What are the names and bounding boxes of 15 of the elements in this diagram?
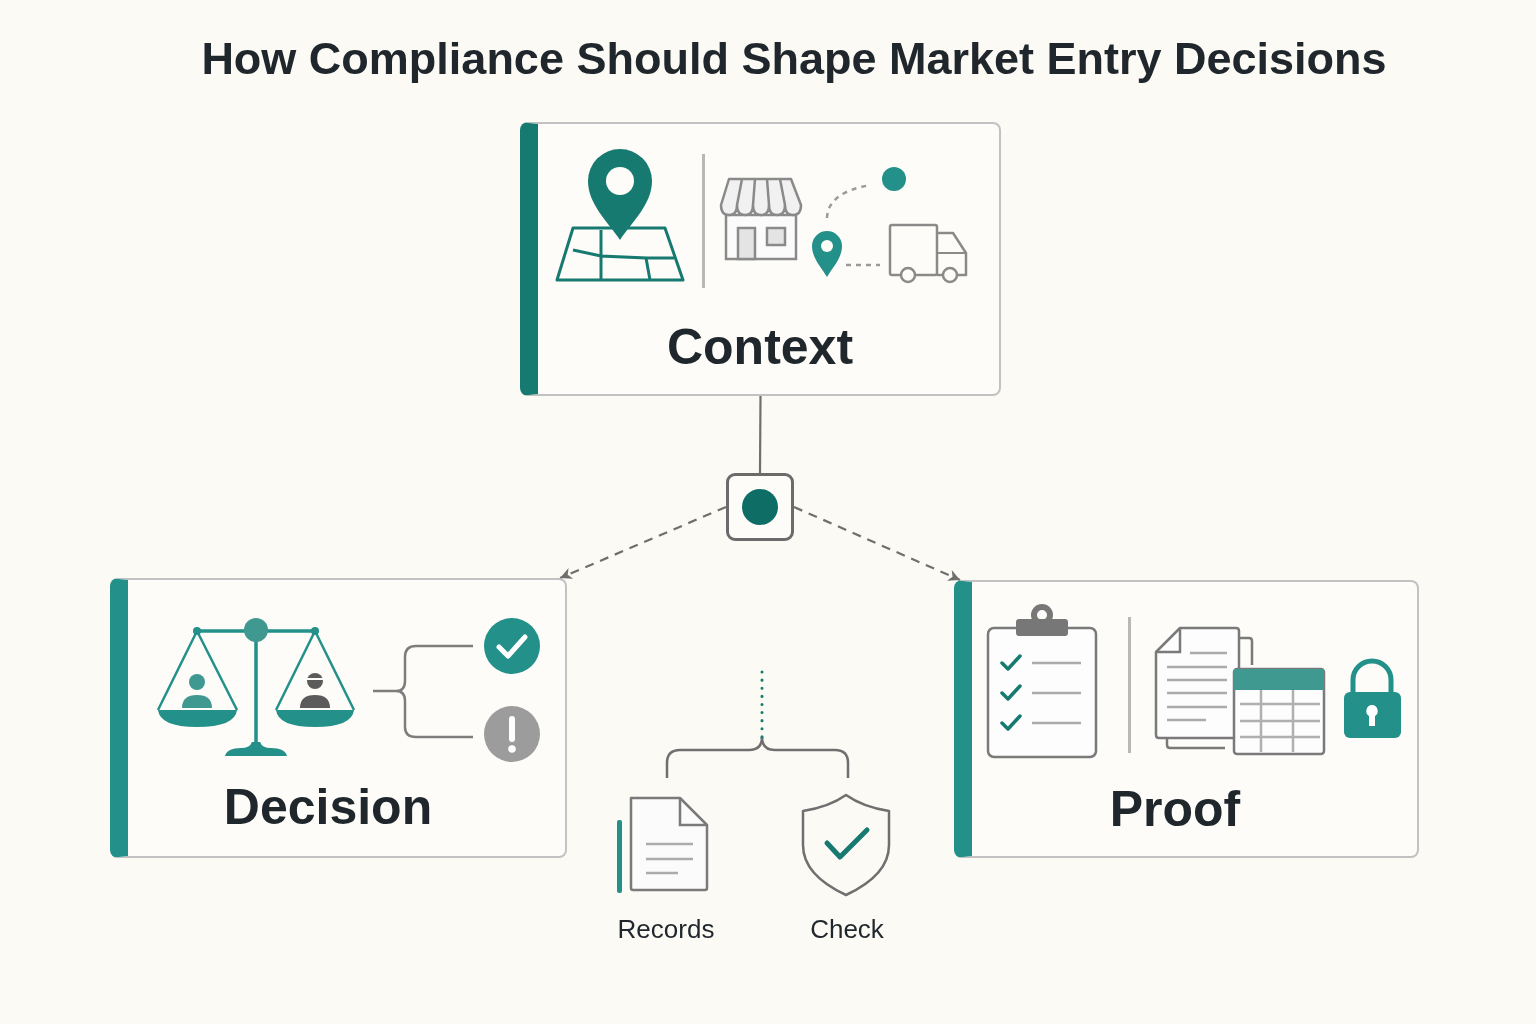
card-title: Proof	[1109, 784, 1241, 834]
card-title: Decision	[223, 782, 433, 832]
bracket-line	[760, 736, 850, 778]
connector-line	[758, 396, 762, 473]
dashed-arrow	[793, 506, 961, 581]
info-card	[954, 580, 1419, 858]
dotted-line	[760, 670, 764, 739]
info-card	[110, 578, 567, 858]
info-card	[520, 122, 1001, 396]
card-title: Context	[666, 322, 854, 372]
junction-box	[726, 473, 794, 541]
icon-caption: Records	[617, 916, 715, 942]
icon-caption: Check	[810, 916, 884, 942]
diagram-title: How Compliance Should Shape Market Entry Decisions	[201, 35, 1387, 81]
dashed-arrow	[559, 506, 727, 579]
